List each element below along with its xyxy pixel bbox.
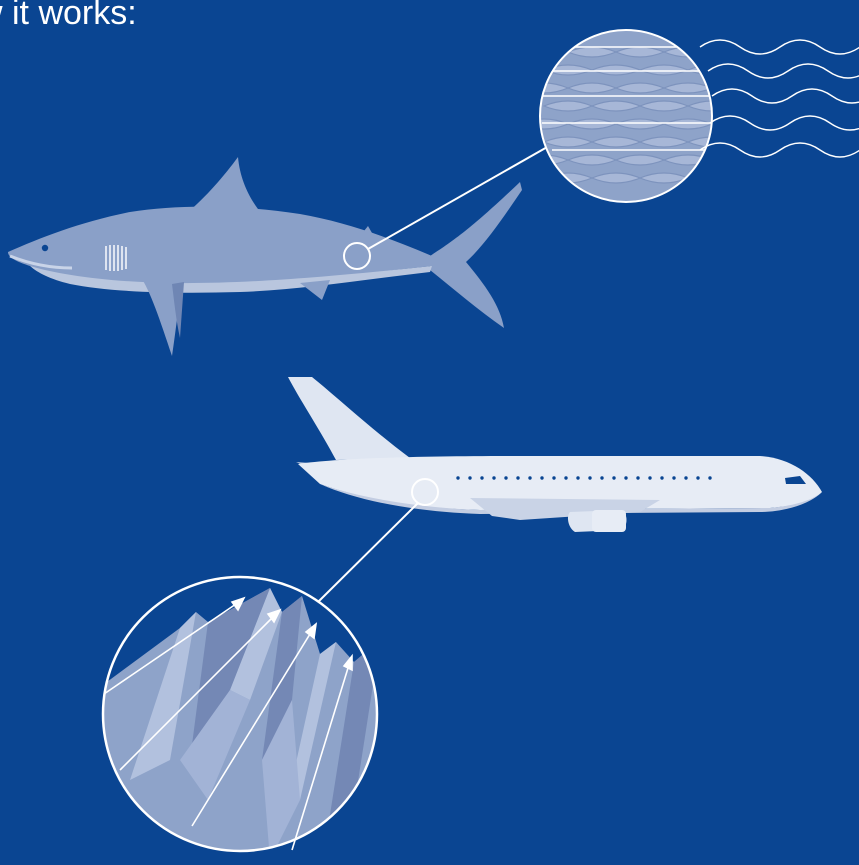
shark-tail-fin: [430, 182, 522, 328]
shark-pelvic-fin: [300, 280, 330, 300]
shark-eye: [42, 245, 48, 251]
airplane: [288, 377, 822, 532]
riblet-magnifier: [90, 577, 400, 865]
airplane-engine-nacelle: [592, 510, 626, 532]
airplane-tail-fin: [288, 377, 410, 460]
shark-zoom-connector: [368, 146, 549, 249]
shark: [8, 157, 522, 356]
shark-dorsal-fin: [188, 157, 262, 214]
airplane-zoom-connector: [316, 503, 418, 604]
airplane-wing: [470, 498, 660, 520]
flow-lines-wavy: [700, 40, 859, 157]
shark-skin-magnifier: [520, 30, 736, 202]
